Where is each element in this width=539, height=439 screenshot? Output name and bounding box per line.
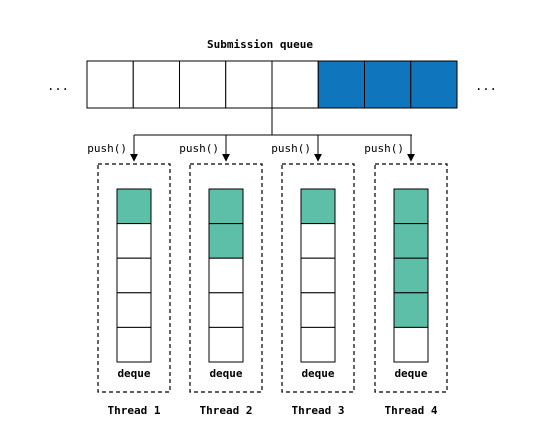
queue-slot-filled: [410, 60, 458, 109]
deque-slot-filled: [208, 223, 244, 259]
deque-slot-empty: [300, 257, 336, 294]
thread-container-1: [97, 163, 171, 393]
deque-slot-empty: [300, 223, 336, 259]
push-connectors: push() push() push() push(): [87, 108, 415, 162]
queue-slot-empty: [179, 60, 227, 109]
push-label-2: push(): [179, 142, 219, 155]
push-label-4: push(): [364, 142, 404, 155]
deque-slot-filled: [208, 188, 244, 225]
queue-ellipsis-right: ...: [475, 79, 497, 93]
thread-label-3: Thread 3: [292, 404, 345, 417]
queue-slot-filled: [317, 60, 365, 109]
thread-label-4: Thread 4: [385, 404, 438, 417]
queue-slot-empty: [86, 60, 134, 109]
queue-slot-empty: [271, 60, 319, 109]
queue-ellipsis-left: ...: [47, 79, 69, 93]
deque-label-2: deque: [209, 367, 242, 380]
deque-slot-empty: [208, 257, 244, 294]
deque-slot-empty: [116, 223, 152, 259]
deque-slot-filled: [393, 257, 429, 294]
deque-slot-filled: [300, 188, 336, 225]
deque-slot-empty: [116, 326, 152, 363]
deque-slot-empty: [393, 326, 429, 363]
deque-label-3: deque: [301, 367, 334, 380]
deque-slot-empty: [300, 326, 336, 363]
deque-label-1: deque: [117, 367, 150, 380]
thread-container-3: [281, 163, 355, 393]
queue-slot-filled: [364, 60, 412, 109]
thread-label-2: Thread 2: [200, 404, 253, 417]
thread-container-2: [189, 163, 263, 393]
deque-slot-filled: [393, 292, 429, 328]
thread-label-1: Thread 1: [108, 404, 161, 417]
deque-slot-empty: [116, 292, 152, 328]
deque-slot-empty: [300, 292, 336, 328]
queue-slot-empty: [132, 60, 180, 109]
submission-queue-title: Submission queue: [207, 38, 313, 51]
deque-slot-empty: [208, 292, 244, 328]
push-label-3: push(): [271, 142, 311, 155]
deque-slot-filled: [393, 223, 429, 259]
deque-slot-filled: [116, 188, 152, 225]
submission-queue: [86, 60, 458, 109]
deque-slot-empty: [116, 257, 152, 294]
queue-slot-empty: [225, 60, 273, 109]
deque-slot-empty: [208, 326, 244, 363]
push-label-1: push(): [87, 142, 127, 155]
deque-slot-filled: [393, 188, 429, 225]
thread-container-4: [374, 163, 448, 393]
deque-label-4: deque: [394, 367, 427, 380]
